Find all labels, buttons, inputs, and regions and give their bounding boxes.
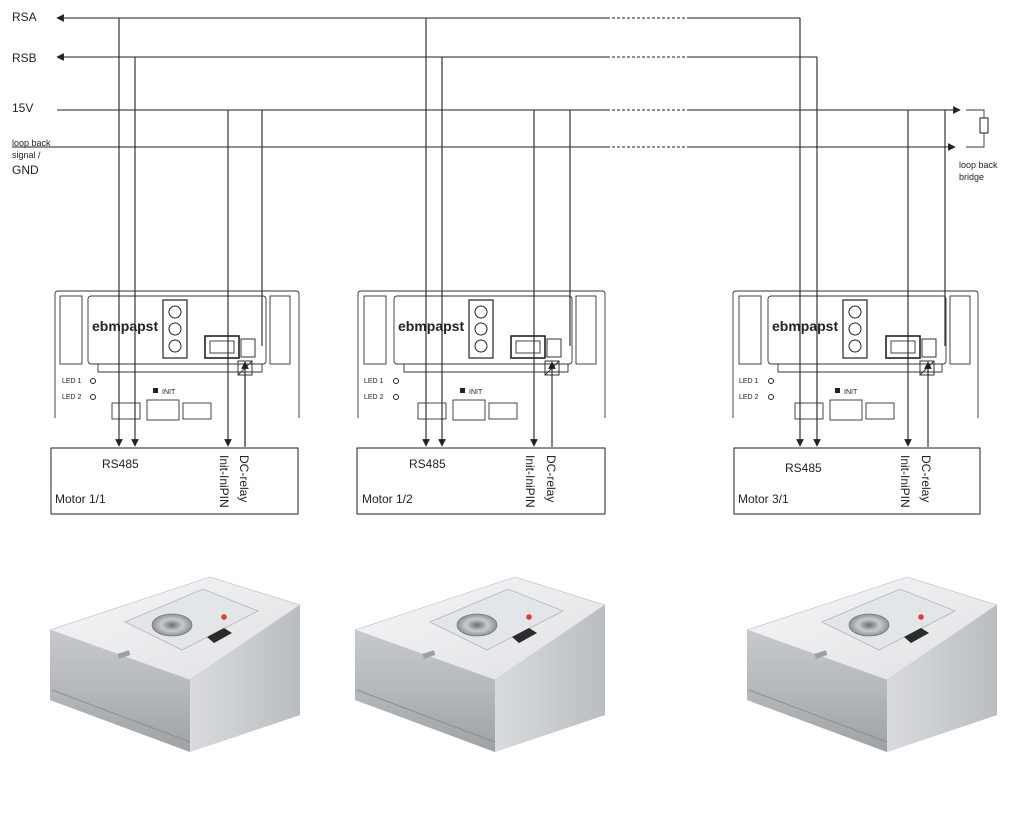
motor-unit-1: ebmpapst LED 1 LED 2 INIT RS485 Init-Ini… [48,18,301,752]
bridge-resistor-icon [979,117,989,134]
rs485-label-3: RS485 [785,461,822,475]
ebmpapst-logo: ebmpapst [398,318,464,334]
led1-label: LED 1 [364,378,384,385]
loop-back-label-line1: loop back [12,138,51,148]
led1-label: LED 1 [62,378,82,385]
loop-back-bridge: loop back bridge [944,106,998,182]
fan-filter-unit-image-2 [353,576,606,752]
controller-board-3: ebmpapst LED 1 LED 2 INIT [732,290,979,421]
controller-board-1: ebmpapst LED 1 LED 2 INIT [54,290,300,421]
init-label: INIT [469,389,483,396]
init-label: INIT [162,389,176,396]
led2-label: LED 2 [364,394,384,401]
gnd-label: GND [12,163,39,177]
init-pin-label-3: Init-IniPIN [898,455,912,508]
init-label: INIT [844,389,858,396]
dc-relay-label-3: DC-relay [919,455,933,502]
fan-filter-unit-image-3 [745,576,998,752]
15v-label: 15V [12,101,33,115]
motor-box-3 [733,447,981,515]
init-pin-label-2: Init-IniPIN [523,455,537,508]
controller-board-2: ebmpapst LED 1 LED 2 INIT [357,290,606,421]
ebmpapst-logo: ebmpapst [92,318,158,334]
led2-label: LED 2 [739,394,759,401]
bus-break-marks [610,17,690,148]
dc-relay-label-1: DC-relay [237,455,251,502]
loop-back-bridge-label-line1: loop back [959,160,998,170]
motor-box-2 [356,447,606,515]
motor-unit-3: ebmpapst LED 1 LED 2 INIT RS485 Init-Ini… [732,18,998,752]
rsb-label: RSB [12,51,37,65]
motor-box-1 [50,447,299,515]
dc-relay-label-2: DC-relay [544,455,558,502]
motor-name-1: Motor 1/1 [55,492,106,506]
rs485-label-1: RS485 [102,457,139,471]
motor-name-2: Motor 1/2 [362,492,413,506]
loop-back-label-line2: signal / [12,150,41,160]
loop-back-bridge-label-line2: bridge [959,172,984,182]
ebmpapst-logo: ebmpapst [772,318,838,334]
init-pin-label-1: Init-IniPIN [217,455,231,508]
rsa-label: RSA [12,10,37,24]
fan-filter-unit-image-1 [48,576,301,752]
led1-label: LED 1 [739,378,759,385]
motor-unit-2: ebmpapst LED 1 LED 2 INIT RS485 Init-Ini… [353,18,606,752]
motor-name-3: Motor 3/1 [738,492,789,506]
led2-label: LED 2 [62,394,82,401]
rs485-label-2: RS485 [409,457,446,471]
